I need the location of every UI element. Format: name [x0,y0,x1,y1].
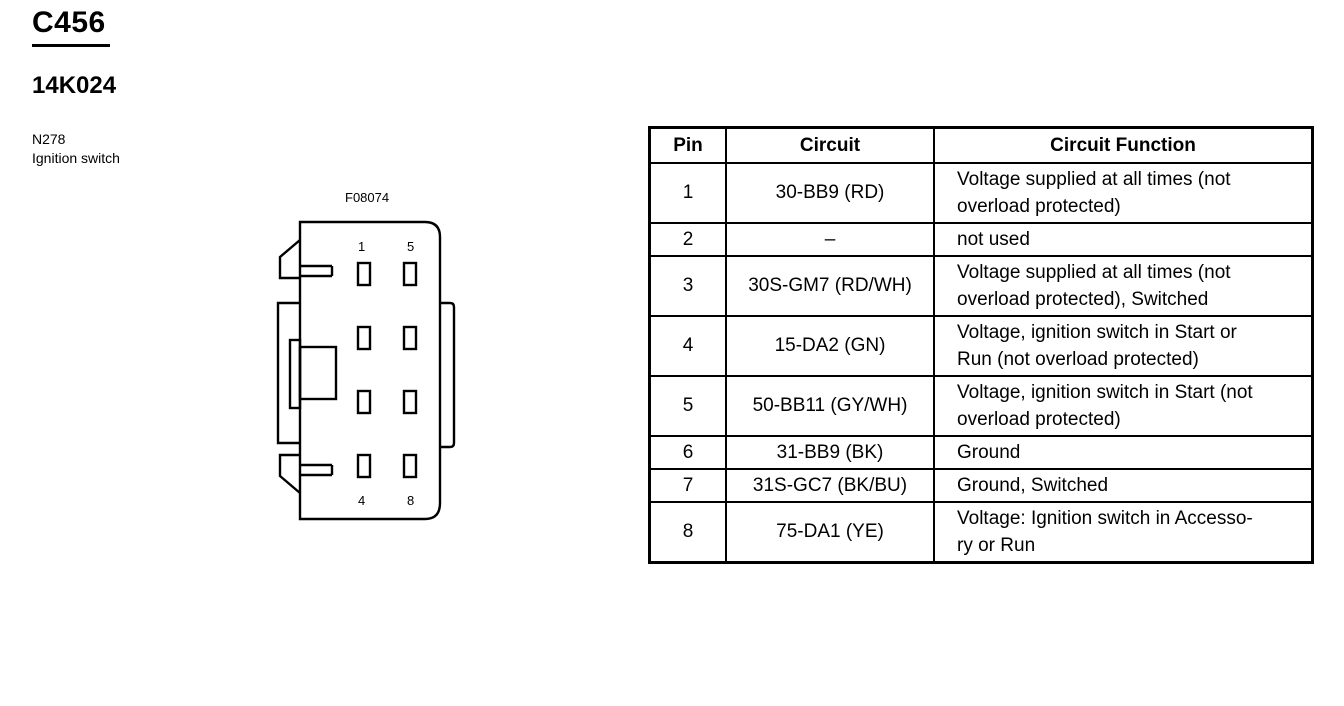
table-row: 2– not used [648,222,1314,257]
function-line: Voltage, ignition switch in Start or [957,322,1237,343]
pin-label-4: 4 [358,493,365,508]
pin-cell: 8 [648,501,727,564]
pin-cavity-1 [356,261,372,287]
circuit-cell: 15-DA2 (GN) [725,315,935,377]
function-column-header: Circuit Function [933,126,1314,164]
pin-cell: 4 [648,315,727,377]
center-lock [288,338,302,410]
pin-cell: 6 [648,435,727,470]
pin-cavity-4 [356,453,372,479]
function-line: Run (not overload protected) [957,349,1199,370]
connector-housing [298,220,442,521]
pin-cavity-6 [402,325,418,351]
pin-cell: 5 [648,375,727,437]
connector-id: C456 [32,6,106,39]
circuit-cell: 31-BB9 (BK) [725,435,935,470]
circuit-column-header: Circuit [725,126,935,164]
function-cell: Voltage, ignition switch in Start or Run … [933,315,1314,377]
pin-cell: 3 [648,255,727,317]
pin-cell: 7 [648,468,727,503]
pin-label-8: 8 [407,493,414,508]
part-number: 14K024 [32,72,117,99]
function-line: overload protected) [957,196,1121,217]
function-cell: Voltage supplied at all times (not overlo… [933,255,1314,317]
upper-latch [278,239,301,280]
circuit-cell: 30-BB9 (RD) [725,162,935,224]
pin-column-header: Pin [648,126,727,164]
location-code: N278 [32,131,66,147]
pin-cavity-5 [402,261,418,287]
function-cell: Voltage: Ignition switch in Accesso-ry o… [933,501,1314,564]
function-line: Voltage supplied at all times (not [957,262,1231,283]
function-cell: Voltage supplied at all times (not overlo… [933,162,1314,224]
lower-latch [278,453,301,494]
function-line: Voltage, ignition switch in Start (not [957,382,1253,403]
circuit-cell: 75-DA1 (YE) [725,501,935,564]
pin-label-1: 1 [358,239,365,254]
function-line: Ground [957,442,1021,463]
function-line: not used [957,229,1030,250]
circuit-cell: 30S-GM7 (RD/WH) [725,255,935,317]
figure-code: F08074 [345,190,389,205]
connector-diagram: F08074 1 5 4 8 [276,190,456,521]
pin-label-5: 5 [407,239,414,254]
function-cell: Ground, Switched [933,468,1314,503]
function-line: ry or Run [957,535,1036,556]
function-line: Voltage supplied at all times (not [957,169,1231,190]
pin-cavity-3 [356,389,372,415]
circuit-cell: 50-BB11 (GY/WH) [725,375,935,437]
pin-cavity-2 [356,325,372,351]
function-line: overload protected), Switched [957,289,1209,310]
location-name: Ignition switch [32,150,120,166]
pin-cell: 1 [648,162,727,224]
pin-cell: 2 [648,222,727,257]
pin-cavity-8 [402,453,418,479]
connector-right-key [440,301,456,449]
function-line: overload protected) [957,409,1121,430]
table-header-row: Pin Circuit Circuit Function [648,126,1314,164]
circuit-cell: 31S-GC7 (BK/BU) [725,468,935,503]
circuit-cell: – [725,222,935,257]
function-line: Voltage: Ignition switch in Accesso- [957,508,1253,529]
function-cell: Ground [933,435,1314,470]
left-bracket [276,301,300,445]
function-cell: not used [933,222,1314,257]
pin-cavity-7 [402,389,418,415]
title-underline [32,44,110,47]
function-cell: Voltage, ignition switch in Start (not ov… [933,375,1314,437]
location-block: N278 Ignition switch [32,130,120,168]
function-line: Ground, Switched [957,475,1109,496]
